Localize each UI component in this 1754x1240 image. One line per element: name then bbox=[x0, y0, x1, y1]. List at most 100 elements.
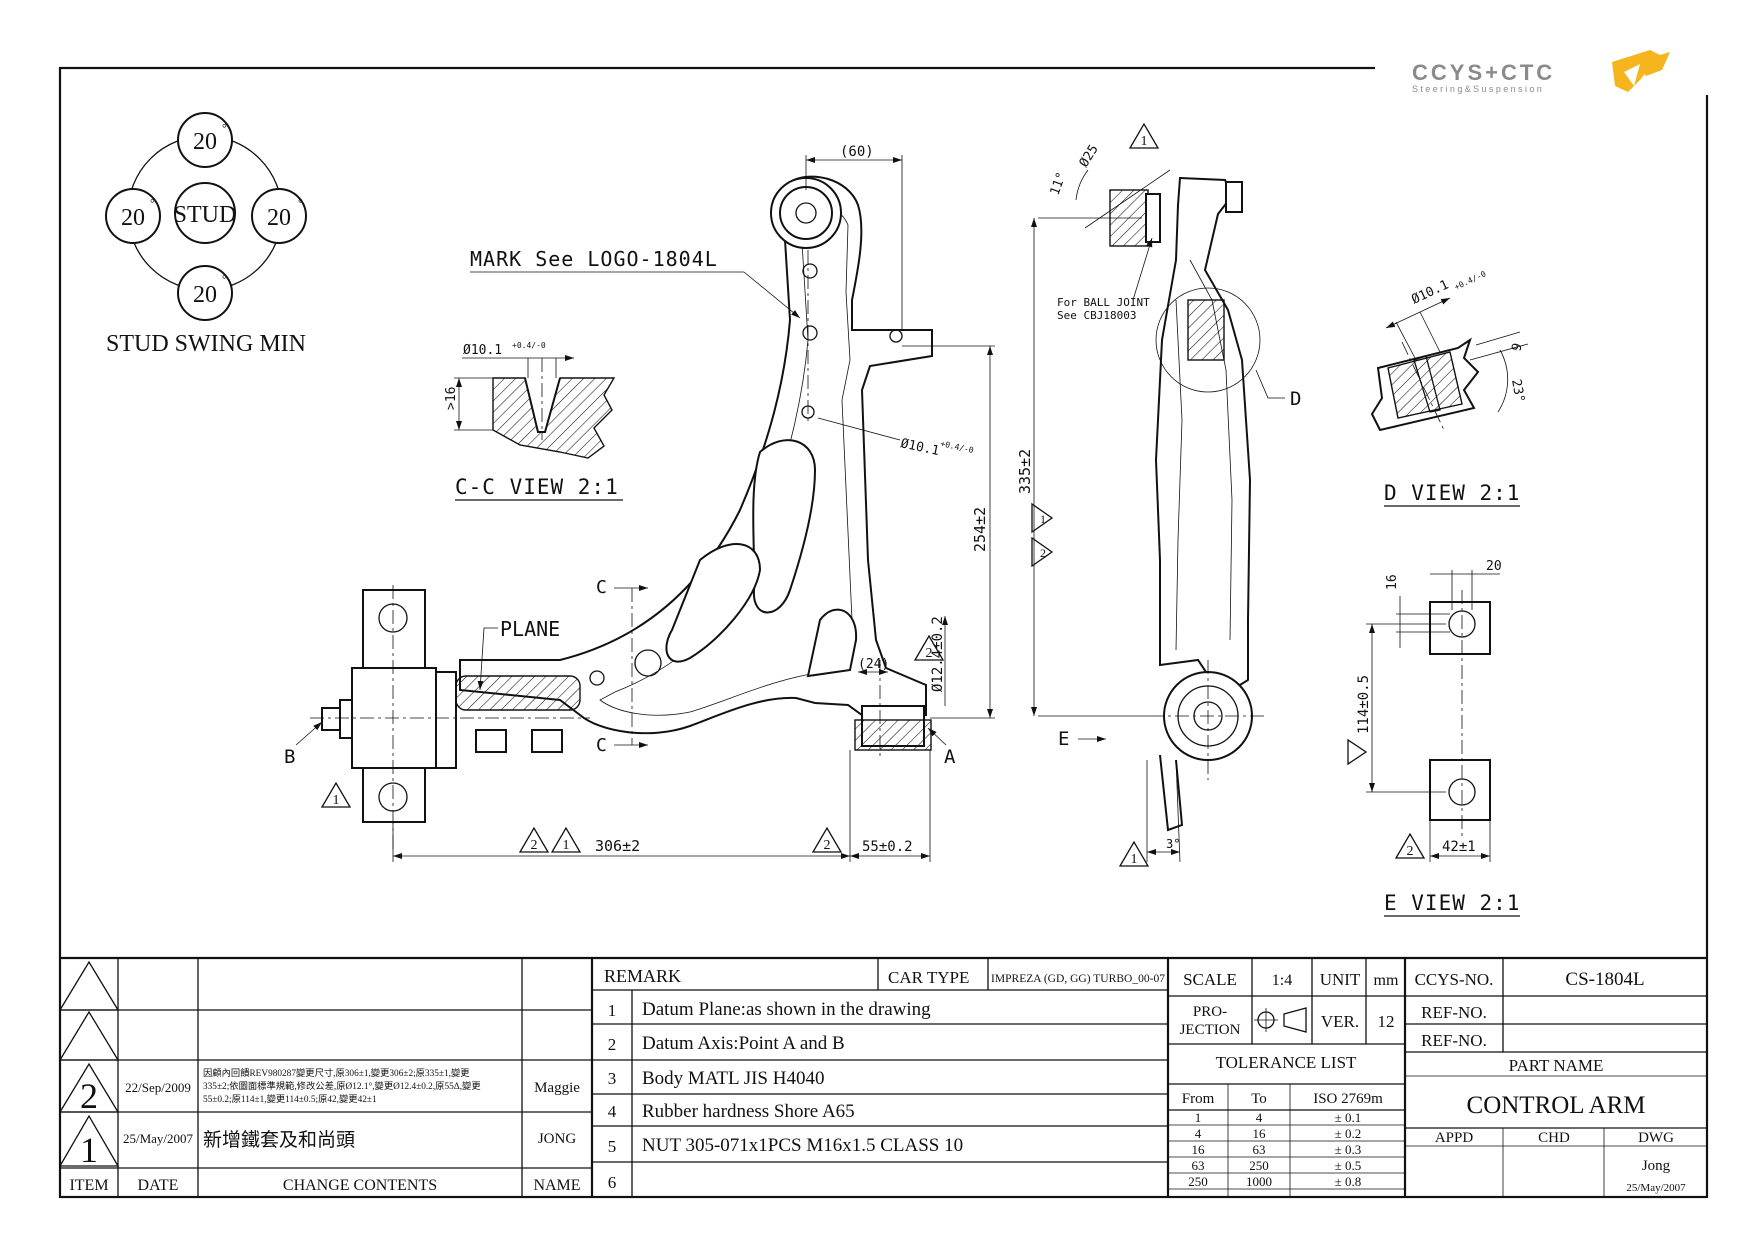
sheet-border bbox=[58, 66, 1709, 1199]
rev-row1-name: JONG bbox=[538, 1131, 577, 1147]
chd-label: CHD bbox=[1538, 1130, 1570, 1146]
arm-hole-5 bbox=[589, 670, 605, 686]
stud-left-degree: ° bbox=[150, 196, 155, 210]
ccys-no-value: CS-1804L bbox=[1565, 969, 1644, 990]
title-block: 2 1 22/Sep/2009 25/May/2007 因顧內回饋REV9802… bbox=[58, 956, 1707, 1197]
remark-text-1: Datum Plane:as shown in the drawing bbox=[642, 999, 931, 1020]
svg-text:1: 1 bbox=[1040, 512, 1046, 526]
appd-label: APPD bbox=[1435, 1130, 1474, 1146]
tol-row2-to: 16 bbox=[1253, 1126, 1267, 1141]
angle3-label: 3° bbox=[1166, 837, 1180, 851]
section-c-label-top: C bbox=[596, 577, 607, 598]
dwg-name: Jong bbox=[1642, 1158, 1671, 1174]
svg-text:2: 2 bbox=[824, 838, 831, 853]
tolerance-title: TOLERANCE LIST bbox=[1216, 1053, 1357, 1072]
cc-hole-profile bbox=[524, 377, 561, 433]
stud-center-label: STUD bbox=[174, 202, 237, 228]
bolt-head-1 bbox=[475, 729, 507, 753]
rev-triangle-2 bbox=[58, 1062, 120, 1113]
logo-wing-small-icon bbox=[1636, 52, 1670, 76]
rev-row1-mark: 1 bbox=[80, 1130, 98, 1170]
d-view-hatch bbox=[1387, 351, 1463, 419]
angle11-label: 11° bbox=[1048, 170, 1070, 197]
logo-cut-icon bbox=[1624, 64, 1640, 86]
dwg-label: DWG bbox=[1638, 1130, 1674, 1146]
stud-top-circle bbox=[177, 112, 233, 168]
dim254-label: 254±2 bbox=[971, 507, 989, 552]
rev-row2-name: Maggie bbox=[534, 1080, 580, 1096]
front-bush-hole bbox=[795, 202, 817, 224]
e-view-bottom-block bbox=[1429, 759, 1491, 821]
front-bush-inner bbox=[779, 186, 833, 240]
e-view: 16 20 114±0.5 42±1 2 E VIEW 2:1 bbox=[1347, 559, 1520, 917]
ball-joint-note-2: See CBJ18003 bbox=[1057, 309, 1136, 322]
stud-bottom-circle bbox=[177, 265, 233, 321]
cc-dia-tol: +0.4/-0 bbox=[512, 341, 546, 350]
ball-joint-body bbox=[1109, 189, 1149, 247]
rear-nut bbox=[339, 699, 353, 739]
projection-label-2: JECTION bbox=[1180, 1022, 1241, 1038]
tol-row4-iso: ± 0.5 bbox=[1335, 1158, 1362, 1173]
plane-hatch bbox=[455, 675, 581, 711]
dim24-label: (24) bbox=[858, 657, 889, 672]
side-view: Ø25 11° For BALL JOINT See CBJ18003 1 D … bbox=[1048, 122, 1301, 867]
scale-value: 1:4 bbox=[1272, 972, 1292, 989]
remark-no-1: 1 bbox=[608, 1001, 617, 1020]
arm-gusset bbox=[806, 608, 858, 678]
e-view-top-block bbox=[1429, 601, 1491, 655]
e-dim114-label: 114±0.5 bbox=[1356, 675, 1372, 734]
side-rev-triangle-top bbox=[1128, 122, 1160, 149]
ccys-no-label: CCYS-NO. bbox=[1415, 970, 1494, 989]
d-leader bbox=[1255, 369, 1285, 399]
header-name: NAME bbox=[533, 1177, 580, 1194]
remark-no-4: 4 bbox=[608, 1102, 617, 1121]
tol-row3-iso: ± 0.3 bbox=[1335, 1142, 1362, 1157]
stud-right-degree: ° bbox=[298, 196, 303, 210]
d-dia-ext-right bbox=[1419, 311, 1441, 353]
svg-text:1: 1 bbox=[563, 838, 570, 853]
remark-text-5: NUT 305-071x1PCS M16x1.5 CLASS 10 bbox=[642, 1135, 963, 1156]
point-b-leader bbox=[295, 721, 323, 746]
dim306-label: 306±2 bbox=[595, 837, 640, 855]
rev-row2-content-3: 55±0.2;原114±1,變更114±0.5;原42,變更42±1 bbox=[203, 1093, 377, 1105]
dim55-label: 55±0.2 bbox=[862, 839, 913, 855]
tol-header-to: To bbox=[1251, 1091, 1267, 1107]
remark-text-3: Body MATL JIS H4040 bbox=[642, 1068, 824, 1089]
unit-label: UNIT bbox=[1320, 970, 1361, 989]
section-c-label-bottom: C bbox=[596, 735, 607, 756]
cc-view-title: C-C VIEW 2:1 bbox=[455, 475, 619, 499]
d-dim9-label: 9 bbox=[1509, 342, 1526, 353]
remark-no-2: 2 bbox=[608, 1035, 617, 1054]
d-view-title: D VIEW 2:1 bbox=[1384, 481, 1520, 505]
tab-hole bbox=[889, 329, 903, 343]
plane-leader bbox=[477, 627, 498, 691]
rev-row1-date: 25/May/2007 bbox=[123, 1131, 194, 1146]
angle3-ext-right bbox=[1175, 759, 1181, 863]
main-view: (60) MARK See LOGO-1804L Ø10.1 +0.4/-0 2… bbox=[284, 144, 1150, 862]
side-hole-section bbox=[1187, 299, 1225, 361]
dim335-label: 335±2 bbox=[1016, 449, 1034, 494]
dia124-label: Ø12.4±0.2 bbox=[930, 616, 946, 692]
car-type-value: IMPREZA (GD, GG) TURBO_00-07 bbox=[991, 971, 1165, 985]
header-date: DATE bbox=[138, 1177, 179, 1194]
remark-text-2: Datum Axis:Point A and B bbox=[642, 1033, 845, 1054]
dwg-date: 25/May/2007 bbox=[1626, 1182, 1686, 1194]
remark-no-6: 6 bbox=[608, 1173, 617, 1192]
arm-hole-1 bbox=[802, 263, 818, 279]
arm-hole-4 bbox=[634, 649, 662, 677]
side-arm-rib-2 bbox=[1175, 299, 1183, 651]
company-logo: CCYS+CTC Steering&Suspension bbox=[1412, 50, 1670, 94]
ball-joint-hatch bbox=[854, 719, 932, 751]
header-item: ITEM bbox=[69, 1177, 108, 1194]
d-dia-ext-left bbox=[1395, 321, 1417, 361]
tol-row3-to: 63 bbox=[1253, 1142, 1266, 1157]
detail-d-circle bbox=[1155, 287, 1261, 393]
stud-left-value: 20 bbox=[121, 205, 145, 231]
svg-text:2: 2 bbox=[531, 838, 538, 853]
tolerance-rows: 1 4 ± 0.1 4 16 ± 0.2 16 63 ± 0.3 63 250 … bbox=[1188, 1110, 1361, 1189]
hole-dia-label: Ø10.1 bbox=[899, 436, 940, 459]
stud-top-degree: ° bbox=[222, 121, 227, 135]
ball-joint-note-1: For BALL JOINT bbox=[1057, 296, 1150, 309]
d-dia-label: Ø10.1 bbox=[1409, 277, 1451, 307]
